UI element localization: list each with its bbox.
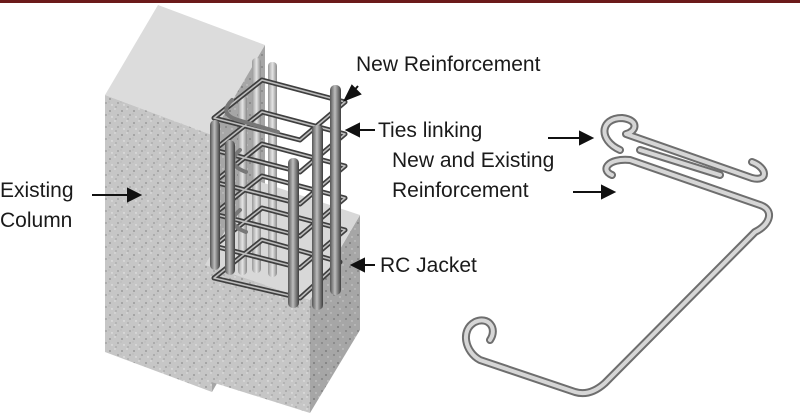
- reinforcement-cage: [210, 58, 348, 310]
- label-ties-line3: Reinforcement: [392, 179, 529, 202]
- top-accent-rule: [0, 0, 800, 3]
- label-ties-line2: New and Existing: [392, 149, 555, 172]
- callout-arrows: [92, 84, 617, 273]
- label-ties-line1: Ties linking: [378, 119, 483, 142]
- tie-detail: [462, 114, 773, 398]
- label-existing-line1: Existing: [0, 179, 74, 202]
- label-rc-jacket: RC Jacket: [380, 254, 477, 277]
- label-existing-line2: Column: [0, 209, 73, 232]
- label-new-reinforcement: New Reinforcement: [356, 53, 541, 76]
